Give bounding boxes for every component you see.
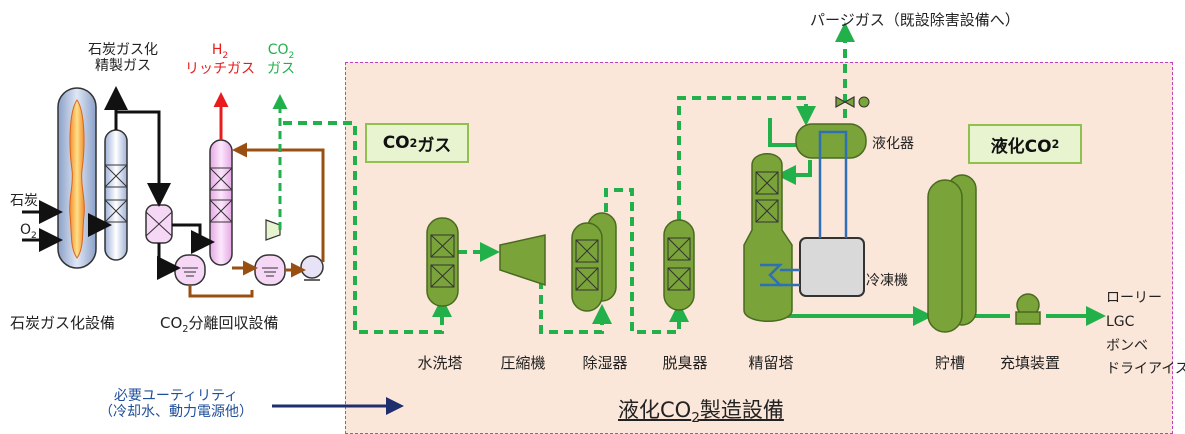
liquid-co2-lines: [765, 118, 1106, 326]
compressor: [499, 234, 546, 287]
deodorizer: [663, 219, 695, 311]
water-wash-tower: [426, 217, 459, 307]
filling-unit: [1015, 293, 1041, 325]
co2-gas-label: CO2 ガス: [267, 42, 295, 78]
liquefier-label: 液化器: [872, 136, 914, 152]
coal-input-label: 石炭: [10, 193, 38, 209]
oxygen-input-label: O2: [20, 222, 37, 241]
separation-facility-label: CO2分離回収設備: [160, 314, 279, 335]
shift-reactor: [145, 204, 173, 244]
purge-gas-label: パージガス（既設除害設備へ）: [810, 11, 1020, 29]
water-wash-label: 水洗塔: [417, 354, 463, 372]
purge-valve: [835, 95, 870, 109]
h2-rich-gas-label: H2 リッチガス: [185, 42, 255, 78]
refrigerator: [799, 237, 865, 297]
destination-list: ローリー LGC ボンベ ドライアイス: [1106, 290, 1185, 378]
gasification-facility-label: 石炭ガス化設備: [10, 314, 116, 332]
deodorizer-label: 脱臭器: [662, 354, 708, 372]
coal-gas-lines: [22, 86, 215, 280]
gasified-gas-label: 石炭ガス化精製ガス: [88, 42, 158, 75]
absorber-column: [209, 139, 233, 266]
facility-title: 液化CO2製造設備: [618, 398, 784, 427]
refrigerant-loop: [760, 130, 848, 287]
circulation-pump: [300, 255, 324, 281]
co2-process-lines: [283, 22, 855, 334]
liquefier: [795, 123, 867, 159]
flash-drum-2: [254, 254, 286, 286]
storage-label: 貯槽: [934, 354, 965, 372]
dehumidifier: [571, 212, 617, 312]
solvent-recycle-lines: [188, 142, 325, 298]
storage-tank: [927, 174, 977, 333]
distillation-column: [743, 153, 793, 322]
filling-label: 充填装置: [999, 354, 1060, 372]
utility-label: 必要ユーティリティ （冷却水、動力電源他）: [99, 388, 253, 421]
distillation-label: 精留塔: [748, 354, 794, 372]
flash-drum-1: [174, 254, 206, 286]
dehumidifier-label: 除湿器: [582, 354, 628, 372]
small-blower: [265, 219, 281, 241]
coal-gasifier: [57, 87, 97, 269]
gas-purification-column: [104, 129, 128, 261]
compressor-label: 圧縮機: [500, 354, 546, 372]
refrigerator-label: 冷凍機: [866, 273, 908, 289]
